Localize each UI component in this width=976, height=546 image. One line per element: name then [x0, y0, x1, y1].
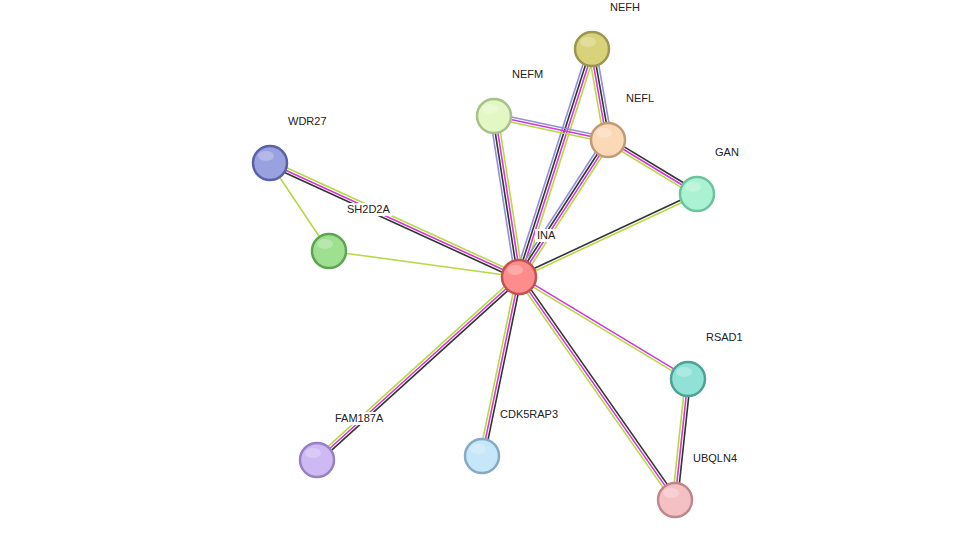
node-label: GAN — [713, 146, 741, 159]
node-label: CDK5RAP3 — [498, 408, 560, 421]
evidence-line — [329, 288, 507, 450]
protein-node: INA — [500, 258, 538, 296]
protein-node: NEFH — [573, 30, 611, 68]
interaction-edge — [674, 395, 689, 485]
evidence-line — [493, 132, 513, 261]
node-circle — [251, 144, 289, 182]
evidence-line — [622, 148, 684, 185]
evidence-line — [283, 172, 503, 273]
evidence-line — [533, 200, 682, 269]
interaction-edge — [620, 146, 684, 188]
protein-node: NEFM — [475, 97, 513, 135]
evidence-line — [279, 176, 320, 237]
evidence-line — [286, 167, 506, 268]
evidence-line — [525, 65, 588, 263]
evidence-line — [495, 132, 515, 261]
evidence-line — [534, 202, 683, 271]
node-circle — [656, 481, 694, 519]
interaction-edge — [524, 151, 602, 265]
interaction-edge — [279, 176, 320, 237]
evidence-line — [623, 146, 685, 183]
node-circle — [500, 258, 538, 296]
evidence-line — [528, 65, 591, 263]
evidence-line — [523, 64, 586, 262]
interaction-edge — [283, 167, 505, 272]
interaction-edge — [591, 64, 609, 125]
evidence-line — [331, 290, 509, 452]
node-circle — [463, 437, 501, 475]
evidence-line — [529, 154, 601, 264]
interaction-edge — [532, 284, 675, 372]
evidence-line — [498, 132, 518, 261]
evidence-line — [285, 170, 505, 271]
evidence-line — [674, 395, 684, 484]
evidence-line — [526, 292, 664, 489]
node-circle — [678, 175, 716, 213]
node-label: NEFM — [510, 68, 545, 81]
evidence-line — [345, 253, 503, 275]
node-label: NEFH — [608, 1, 642, 14]
node-circle — [310, 232, 348, 270]
protein-node: WDR27 — [251, 144, 289, 182]
node-circle — [475, 97, 513, 135]
interaction-edge — [526, 289, 668, 489]
evidence-line — [591, 65, 601, 124]
evidence-line — [528, 290, 666, 487]
node-circle — [298, 441, 336, 479]
protein-node: NEFL — [589, 121, 627, 159]
evidence-line — [620, 151, 682, 188]
interaction-edge — [509, 117, 593, 139]
node-label: NEFL — [624, 92, 656, 105]
protein-node: SH2D2A — [310, 232, 348, 270]
evidence-line — [596, 65, 606, 124]
protein-node: GAN — [678, 175, 716, 213]
evidence-line — [530, 289, 668, 486]
interaction-edge — [327, 286, 509, 451]
evidence-line — [532, 286, 674, 371]
interaction-edge — [520, 63, 591, 263]
node-label: WDR27 — [286, 115, 329, 128]
protein-node: RSAD1 — [669, 360, 707, 398]
protein-node: FAM187A — [298, 441, 336, 479]
protein-node: UBQLN4 — [656, 481, 694, 519]
node-label: RSAD1 — [704, 331, 745, 344]
evidence-line — [531, 156, 603, 266]
node-label: INA — [535, 229, 557, 242]
node-circle — [669, 360, 707, 398]
protein-node: CDK5RAP3 — [463, 437, 501, 475]
evidence-line — [327, 286, 505, 448]
evidence-line — [510, 119, 593, 136]
interaction-edge — [533, 200, 683, 272]
interaction-edge — [493, 131, 521, 262]
interaction-edge — [345, 253, 503, 275]
evidence-line — [593, 65, 603, 124]
node-label: UBQLN4 — [691, 452, 739, 465]
evidence-line — [500, 131, 520, 260]
evidence-line — [520, 63, 583, 261]
node-label: SH2D2A — [345, 203, 392, 216]
evidence-line — [509, 122, 592, 139]
node-circle — [573, 30, 611, 68]
node-label: FAM187A — [333, 412, 385, 425]
node-circle — [589, 121, 627, 159]
